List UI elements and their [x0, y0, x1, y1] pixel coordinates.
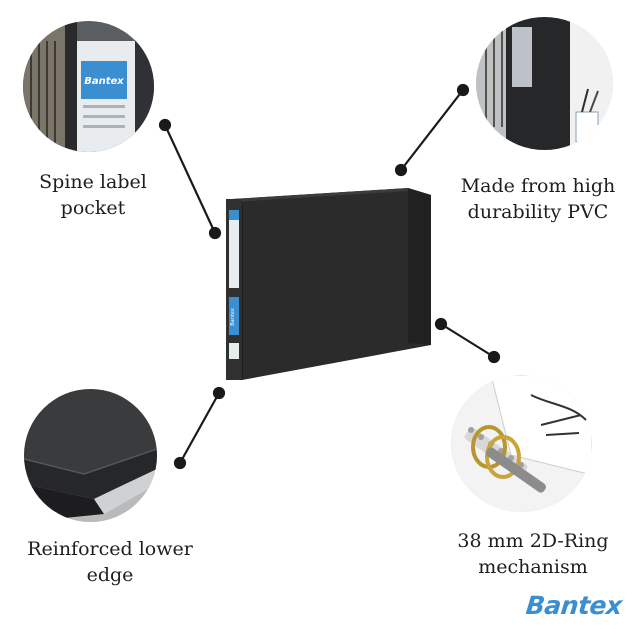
spine-brand-text: Bantex [230, 308, 236, 326]
connector-dot [394, 163, 408, 177]
connector-dot [456, 83, 470, 97]
connector-pvc [400, 89, 464, 171]
connector-spine [164, 124, 216, 234]
ring-mechanism-photo [451, 375, 592, 512]
spine-label-text: Spine label pocket [39, 171, 147, 219]
reinforced-edge-photo [24, 389, 157, 522]
connector-dot [208, 226, 222, 240]
connector-edge [179, 392, 220, 464]
spine-label-pocket-photo: Bantex [23, 21, 154, 152]
connector-dot [173, 456, 187, 470]
edge-label-text: Reinforced lower edge [27, 538, 193, 586]
ring-label-text: 38 mm 2D-Ring mechanism [457, 530, 609, 578]
connector-ring [440, 323, 495, 358]
connector-dot [158, 118, 172, 132]
connector-dot [212, 386, 226, 400]
black-ring-binder: Bantex [226, 188, 431, 380]
bantex-logo: Bantex [524, 591, 624, 620]
connector-dot [487, 350, 501, 364]
svg-text:Bantex: Bantex [84, 76, 124, 87]
pvc-binder-photo [476, 17, 613, 150]
pvc-label-text: Made from high durability PVC [460, 175, 616, 223]
connector-dot [434, 317, 448, 331]
